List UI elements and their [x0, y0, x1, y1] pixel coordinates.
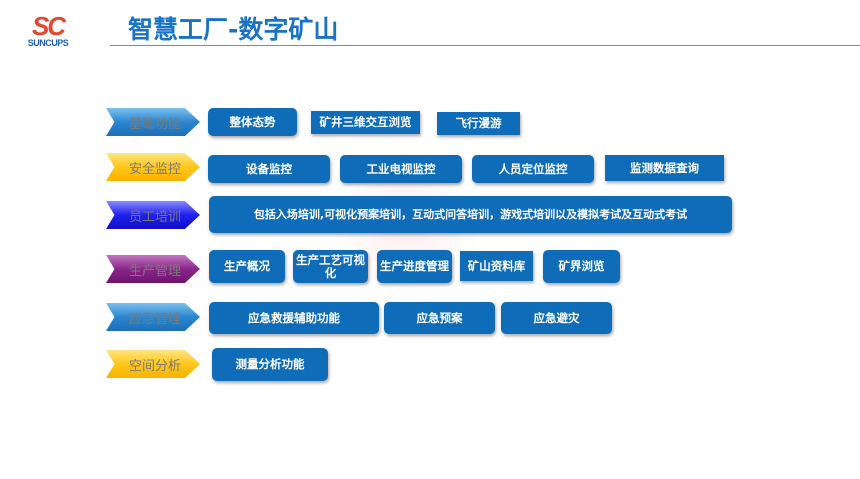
- personnel-location-button[interactable]: 人员定位监控: [472, 155, 594, 183]
- monitor-data-query-button[interactable]: 监测数据查询: [605, 155, 724, 181]
- logo-mark: SC: [31, 11, 66, 41]
- category-basic[interactable]: 基础功能: [106, 108, 200, 136]
- page-title: 智慧工厂-数字矿山: [128, 15, 339, 44]
- overall-status-button[interactable]: 整体态势: [208, 108, 297, 136]
- 3d-browse-button[interactable]: 矿井三维交互浏览: [311, 111, 420, 134]
- training-button[interactable]: 包括入场培训,可视化预案培训，互动式问答培训，游戏式培训以及模拟考试及互动式考试: [209, 196, 732, 233]
- process-visualization-button[interactable]: 生产工艺可视化: [293, 250, 368, 283]
- production-overview-button[interactable]: 生产概况: [209, 250, 285, 283]
- evacuation-button[interactable]: 应急避灾: [501, 302, 612, 334]
- mine-database-button[interactable]: 矿山资料库: [460, 251, 533, 281]
- category-spatial[interactable]: 空间分析: [106, 350, 200, 378]
- category-production[interactable]: 生产管理: [106, 255, 200, 283]
- equipment-monitor-button[interactable]: 设备监控: [208, 155, 330, 183]
- category-emergency[interactable]: 应急管理: [106, 303, 200, 331]
- category-safety[interactable]: 安全监控: [106, 153, 200, 181]
- tv-monitor-button[interactable]: 工业电视监控: [340, 155, 462, 183]
- logo-name: SUNCUPS: [27, 38, 69, 48]
- progress-management-button[interactable]: 生产进度管理: [377, 250, 452, 283]
- logo: SC SUNCUPS: [18, 11, 78, 48]
- rescue-assist-button[interactable]: 应急救援辅助功能: [209, 302, 379, 334]
- emergency-plan-button[interactable]: 应急预案: [384, 302, 495, 334]
- boundary-browse-button[interactable]: 矿界浏览: [543, 250, 620, 283]
- fly-roam-button[interactable]: 飞行漫游: [437, 112, 520, 135]
- header-divider: [110, 45, 860, 46]
- measurement-analysis-button[interactable]: 测量分析功能: [212, 348, 328, 381]
- category-training[interactable]: 员工培训: [106, 201, 200, 229]
